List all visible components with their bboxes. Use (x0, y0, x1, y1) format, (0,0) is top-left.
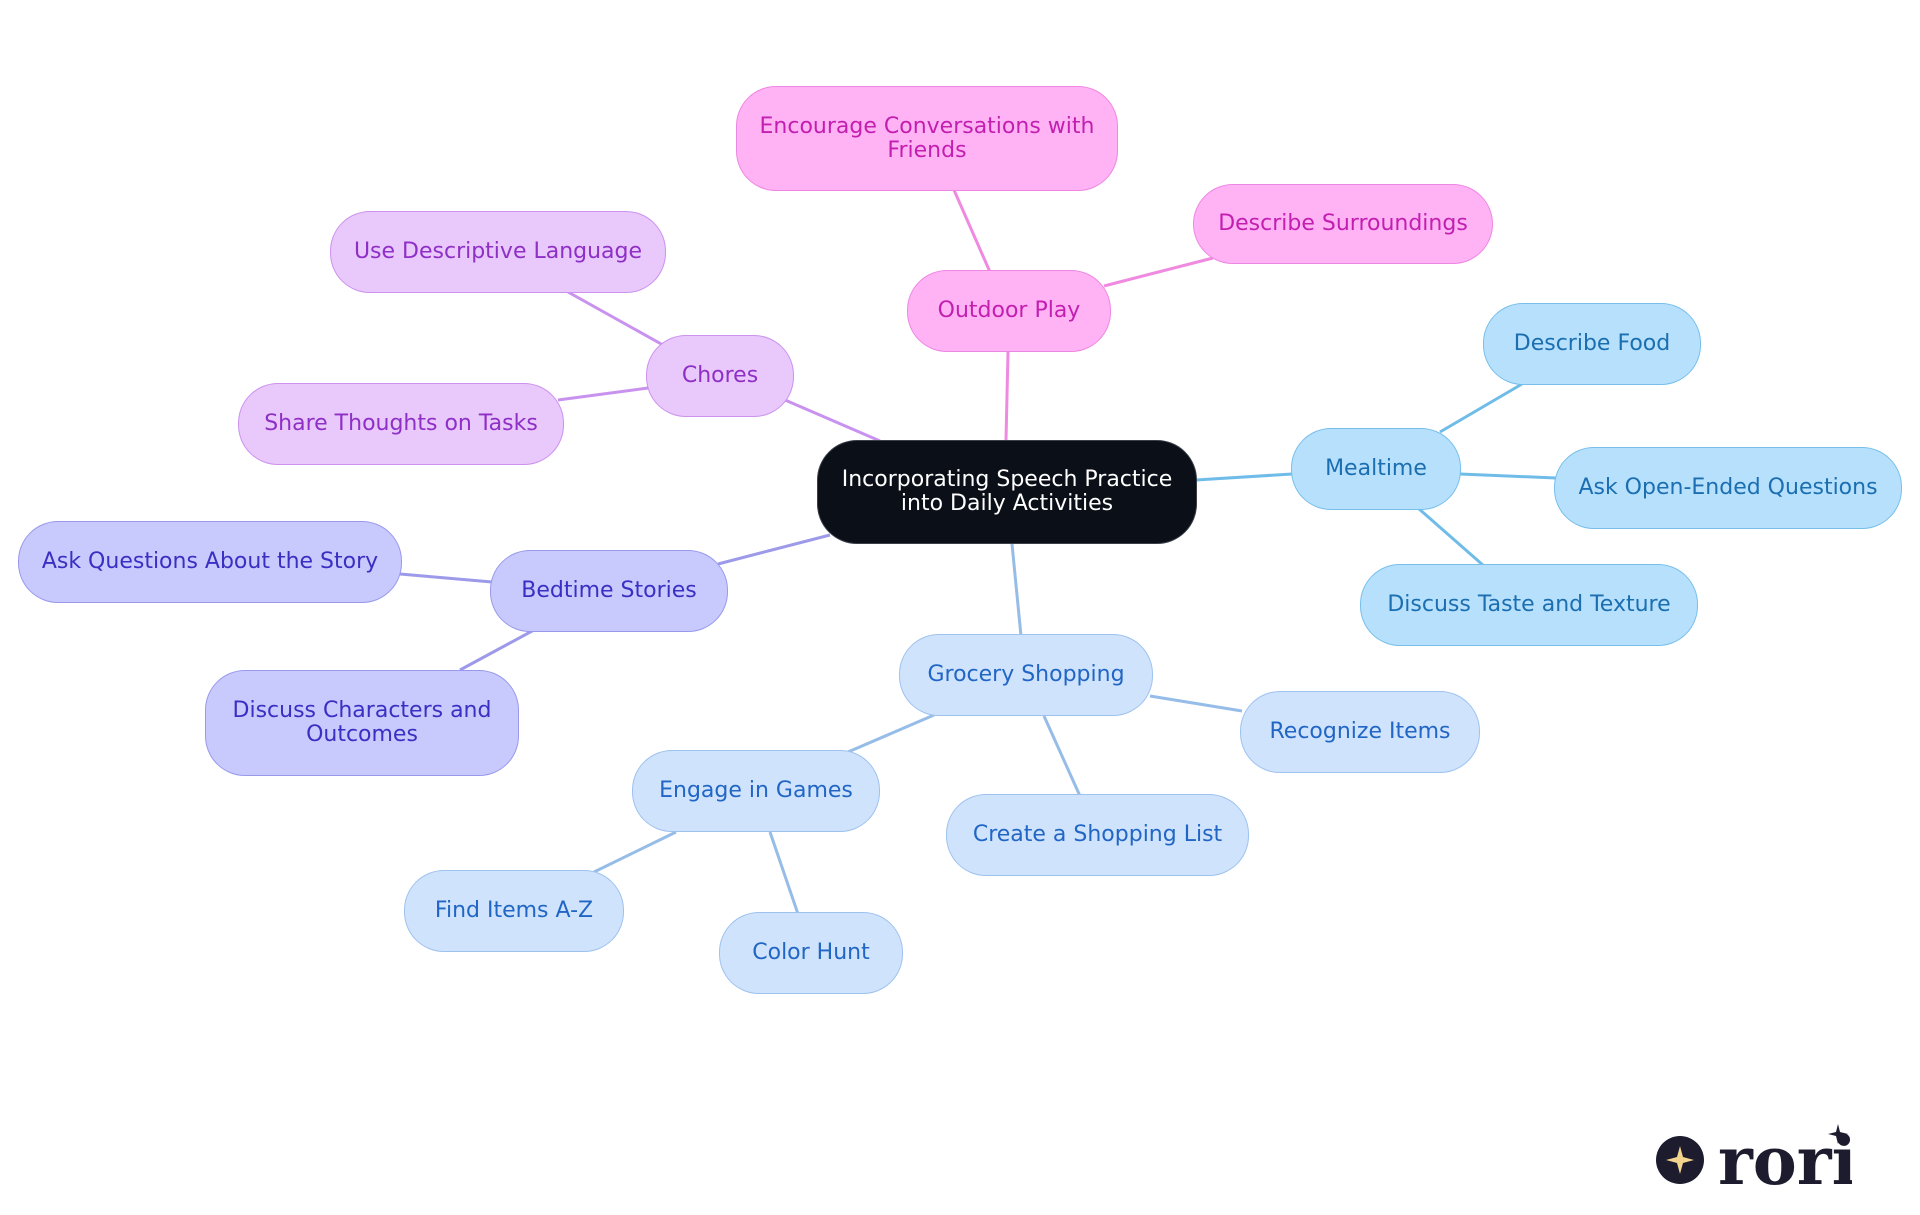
mealtime-label: Mealtime (1325, 456, 1427, 481)
edge-mealtime-taste (1417, 506, 1485, 568)
describe-food-label: Describe Food (1513, 331, 1671, 356)
find-items-label: Find Items A-Z (434, 898, 594, 923)
edge-mealtime-questions (1459, 472, 1557, 480)
encourage-label-line1: Encourage Conversations with (759, 113, 1095, 139)
logo-sparkle-icon (1828, 1124, 1848, 1144)
edge-games-find (593, 830, 677, 874)
edge-chores-descriptive (567, 290, 664, 347)
edge-bedtime-characters (459, 628, 535, 672)
edge-chores-share (557, 386, 649, 402)
taste-texture-node[interactable]: Discuss Taste and Texture (1360, 564, 1698, 646)
logo-star-icon (1666, 1146, 1694, 1174)
open-ended-questions-node[interactable]: Ask Open-Ended Questions (1554, 447, 1902, 529)
edge-root-bedtime (717, 533, 831, 566)
share-thoughts-node[interactable]: Share Thoughts on Tasks (238, 383, 564, 465)
describe-surroundings-label: Describe Surroundings (1218, 211, 1468, 236)
edge-games-color (768, 831, 800, 915)
edge-root-mealtime (1195, 472, 1293, 482)
engage-games-label: Engage in Games (659, 778, 853, 803)
bedtime-stories-node[interactable]: Bedtime Stories (490, 550, 728, 632)
edge-root-chores (784, 398, 881, 443)
grocery-shopping-label: Grocery Shopping (927, 662, 1125, 687)
share-thoughts-label: Share Thoughts on Tasks (264, 411, 538, 436)
chores-label: Chores (681, 363, 759, 388)
encourage-label-line2: Friends (887, 137, 967, 163)
color-hunt-node[interactable]: Color Hunt (719, 912, 903, 994)
descriptive-language-node[interactable]: Use Descriptive Language (330, 211, 666, 293)
chores-node[interactable]: Chores (646, 335, 794, 417)
logo-wordmark: rori (1718, 1124, 1852, 1196)
find-items-node[interactable]: Find Items A-Z (404, 870, 624, 952)
edge-grocery-recognize (1149, 694, 1243, 713)
open-ended-questions-label: Ask Open-Ended Questions (1578, 475, 1878, 500)
taste-texture-label: Discuss Taste and Texture (1387, 592, 1671, 617)
edge-bedtime-questions (399, 572, 493, 584)
color-hunt-label: Color Hunt (752, 940, 870, 965)
root-node[interactable]: Incorporating Speech Practice into Daily… (817, 440, 1197, 544)
describe-food-node[interactable]: Describe Food (1483, 303, 1701, 385)
root-label-line2: into Daily Activities (900, 491, 1114, 516)
discuss-characters-line2: Outcomes (306, 722, 418, 747)
edge-root-outdoor-play (1004, 351, 1010, 441)
edge-outdoor-encourage (952, 189, 992, 273)
grocery-shopping-node[interactable]: Grocery Shopping (899, 634, 1153, 716)
outdoor-play-node[interactable]: Outdoor Play (907, 270, 1111, 352)
rori-logo: rori (1656, 1124, 1852, 1196)
ask-questions-story-label: Ask Questions About the Story (41, 549, 379, 574)
shopping-list-node[interactable]: Create a Shopping List (946, 794, 1249, 876)
discuss-characters-node[interactable]: Discuss Characters and Outcomes (205, 670, 519, 776)
ask-questions-story-node[interactable]: Ask Questions About the Story (18, 521, 402, 603)
edge-grocery-list (1042, 715, 1082, 797)
recognize-items-node[interactable]: Recognize Items (1240, 691, 1480, 773)
encourage-conversations-node[interactable]: Encourage Conversations with Friends (736, 86, 1118, 191)
edge-grocery-games (847, 713, 935, 754)
recognize-items-label: Recognize Items (1269, 719, 1451, 744)
root-label-line1: Incorporating Speech Practice (841, 467, 1173, 492)
shopping-list-label: Create a Shopping List (972, 822, 1223, 847)
bedtime-stories-label: Bedtime Stories (521, 578, 697, 603)
describe-surroundings-node[interactable]: Describe Surroundings (1193, 184, 1493, 264)
edge-outdoor-surroundings (1103, 256, 1214, 288)
edge-root-grocery (1010, 543, 1023, 637)
mealtime-node[interactable]: Mealtime (1291, 428, 1461, 510)
descriptive-language-label: Use Descriptive Language (353, 239, 643, 264)
engage-games-node[interactable]: Engage in Games (632, 750, 880, 832)
edge-mealtime-food (1439, 382, 1523, 434)
discuss-characters-line1: Discuss Characters and (232, 698, 492, 723)
outdoor-play-label: Outdoor Play (937, 298, 1081, 323)
